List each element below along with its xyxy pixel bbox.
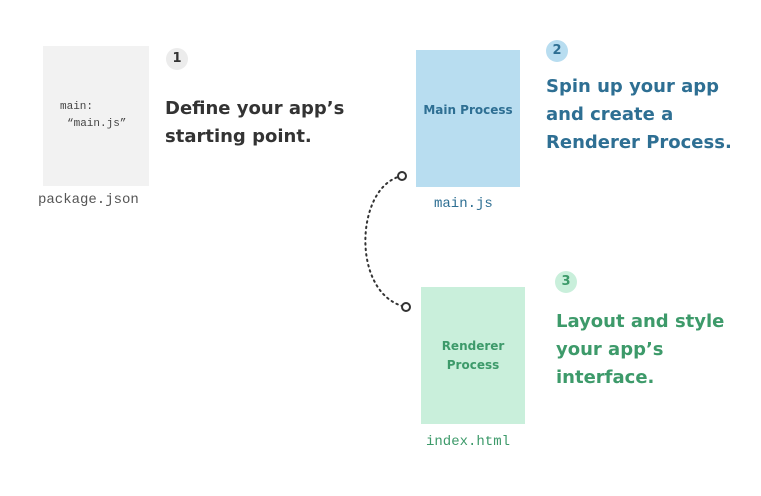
step-1-badge: 1: [166, 48, 188, 70]
index-html-caption: index.html: [426, 434, 511, 450]
step-3-description: Layout and style your app’s interface.: [556, 311, 725, 388]
renderer-process-card: [421, 287, 525, 424]
package-json-main-key: main:: [60, 101, 94, 113]
main-process-label: Main Process: [423, 103, 513, 117]
main-js-caption: main.js: [434, 196, 493, 212]
step-2-description: Spin up your app and create a Renderer P…: [546, 76, 732, 153]
connector-dotted-arc: [364, 175, 407, 308]
connector-end-dot: [401, 302, 411, 312]
package-json-main-value: “main.js”: [67, 118, 127, 130]
package-json-card: [43, 46, 149, 186]
main-process-card: [416, 50, 520, 187]
connector-start-dot: [397, 171, 407, 181]
process-connector: [364, 171, 411, 312]
step-2-badge: 2: [546, 40, 568, 62]
package-json-caption: package.json: [38, 192, 139, 208]
renderer-process-label: Renderer Process: [441, 339, 505, 372]
step-1-description: Define your app’s starting point.: [165, 98, 345, 147]
step-3-badge: 3: [555, 271, 577, 293]
